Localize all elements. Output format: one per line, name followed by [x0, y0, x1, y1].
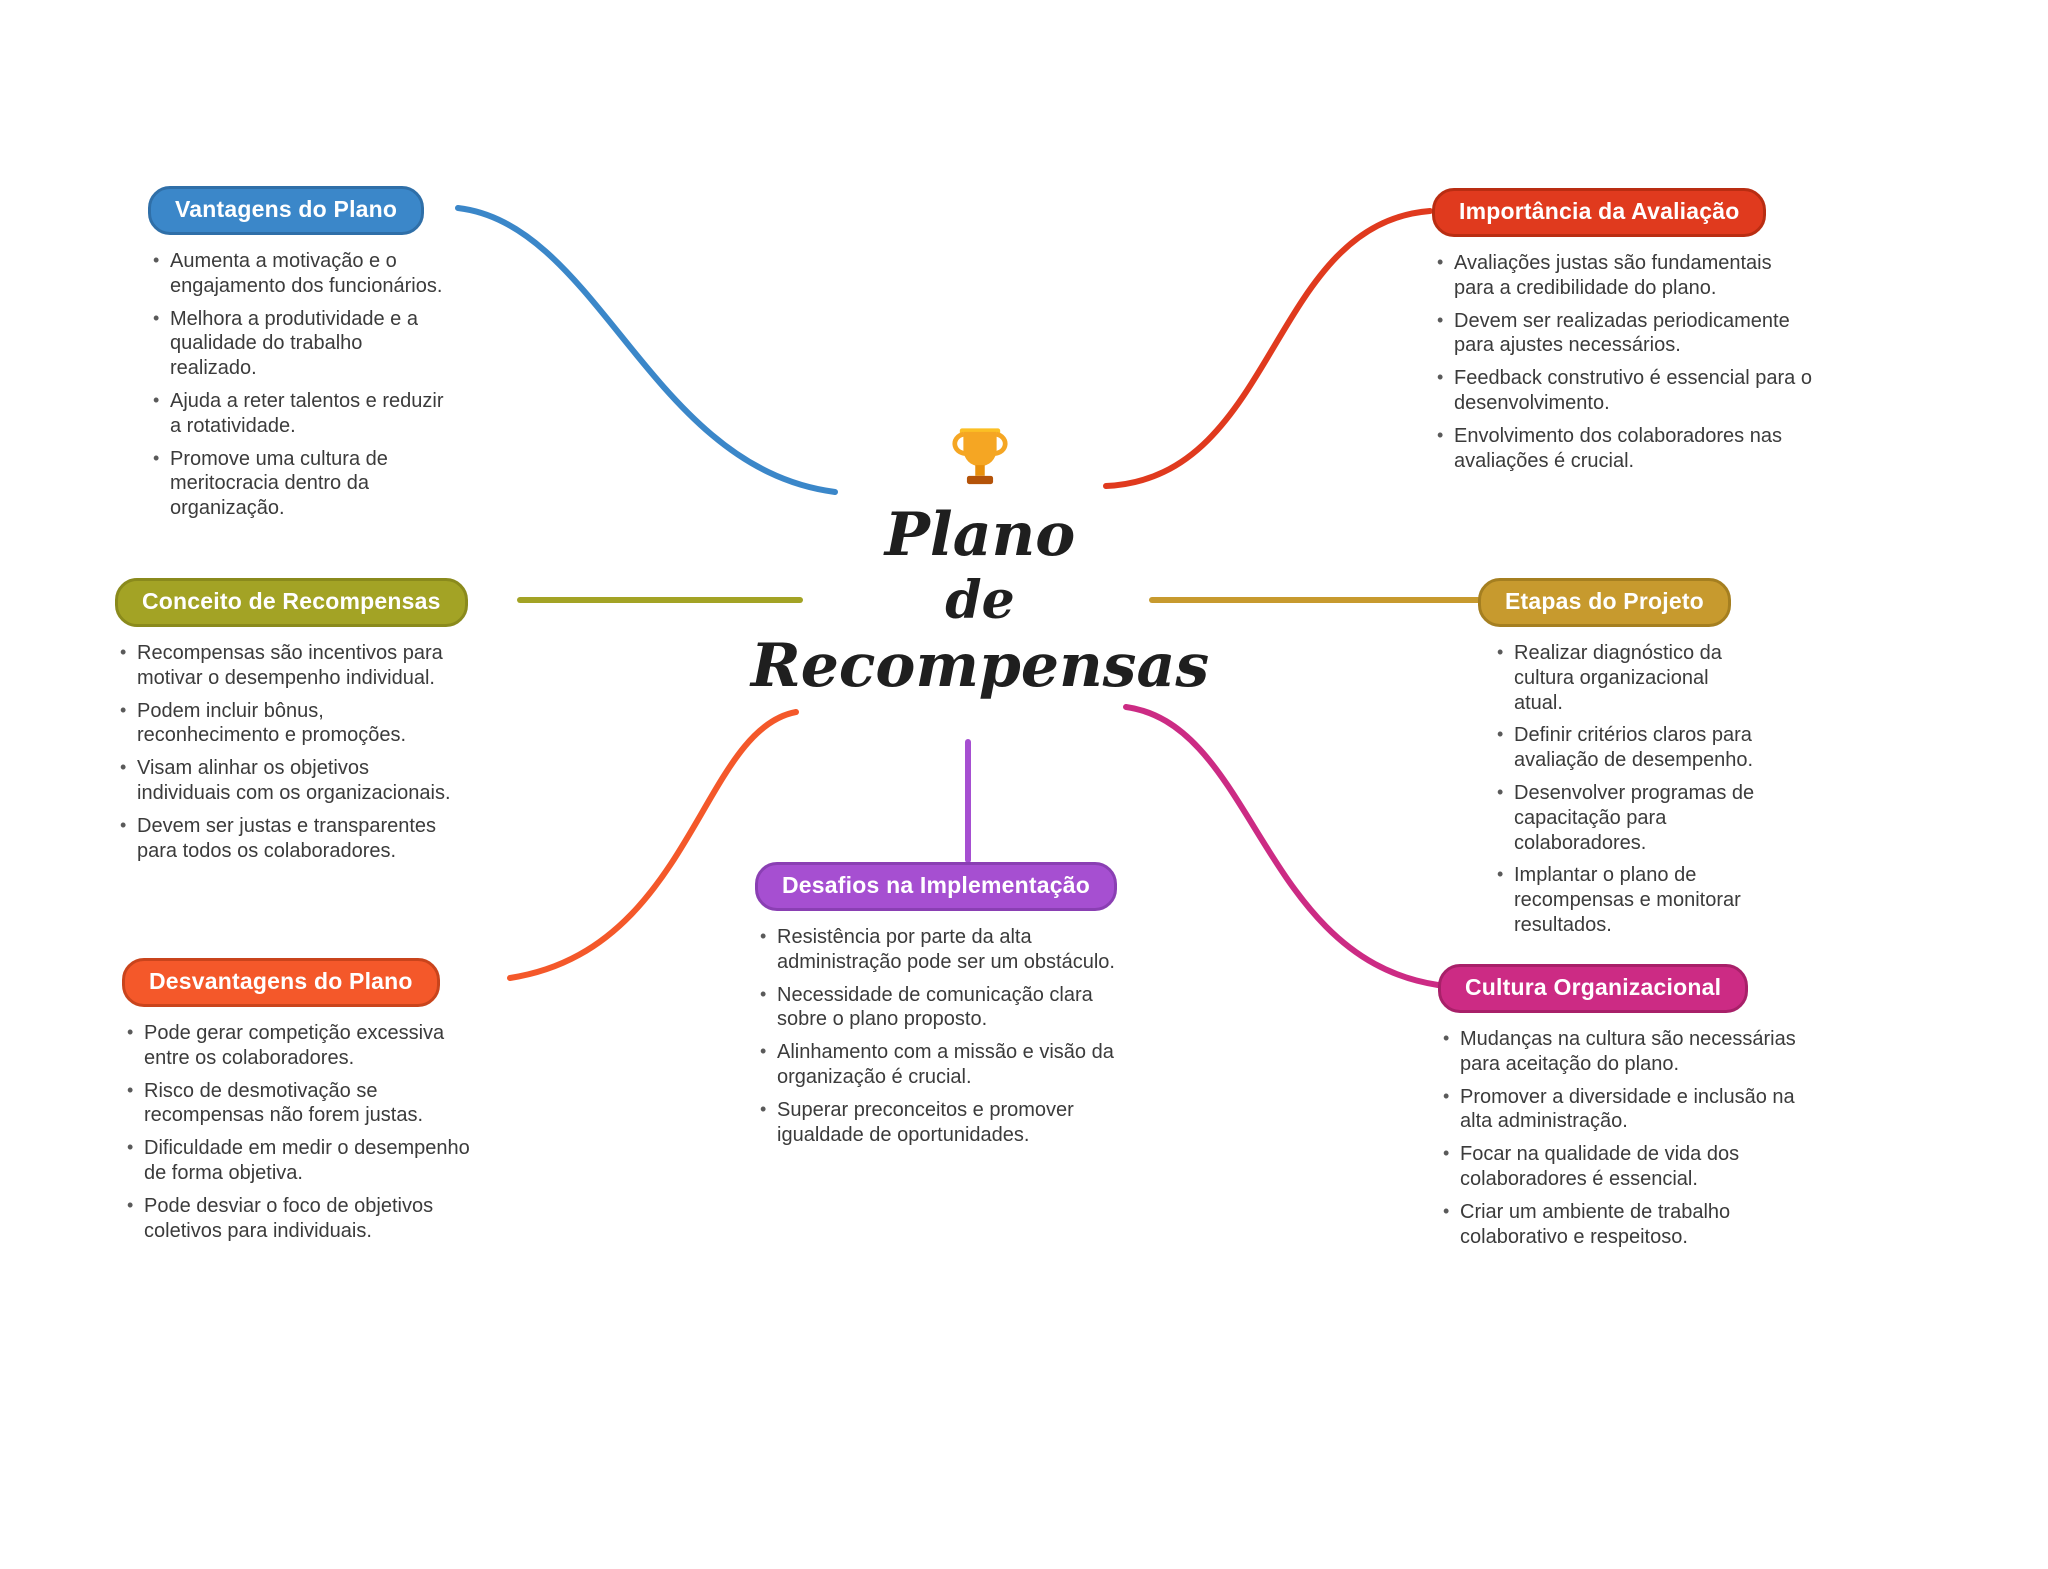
branch-item: Melhora a produtividade e a qualidade do…: [148, 307, 448, 381]
branch-item: Desenvolver programas de capacitação par…: [1492, 781, 1758, 855]
center-title-line: Plano: [884, 500, 1076, 570]
branch-header-importancia: Importância da Avaliação: [1432, 188, 1767, 237]
branch-etapas: Etapas do Projeto Realizar diagnóstico d…: [1478, 578, 1758, 946]
branch-item: Definir critérios claros para avaliação …: [1492, 723, 1758, 773]
branch-item: Devem ser justas e transparentes para to…: [115, 814, 460, 864]
branch-items-desafios: Resistência por parte da alta administra…: [755, 925, 1145, 1147]
branch-items-conceito: Recompensas são incentivos para motivar …: [115, 641, 460, 863]
trophy-icon: [942, 420, 1018, 501]
branch-item: Podem incluir bônus, reconhecimento e pr…: [115, 699, 460, 749]
branch-item: Necessidade de comunicação clara sobre o…: [755, 983, 1145, 1033]
branch-importancia: Importância da Avaliação Avaliações just…: [1432, 188, 1812, 481]
connector-importancia: [1103, 208, 1433, 489]
connector-vantagens: [455, 205, 838, 495]
branch-item: Devem ser realizadas periodicamente para…: [1432, 309, 1812, 359]
branch-item: Promove uma cultura de meritocracia dent…: [148, 447, 448, 521]
branch-item: Feedback construtivo é essencial para o …: [1432, 366, 1812, 416]
branch-item: Envolvimento dos colaboradores nas avali…: [1432, 424, 1812, 474]
branch-items-cultura: Mudanças na cultura são necessárias para…: [1438, 1027, 1818, 1249]
branch-item: Pode desviar o foco de objetivos coletiv…: [122, 1194, 472, 1244]
branch-header-vantagens: Vantagens do Plano: [148, 186, 425, 235]
branch-item: Promover a diversidade e inclusão na alt…: [1438, 1085, 1818, 1135]
branch-cultura: Cultura Organizacional Mudanças na cultu…: [1438, 964, 1818, 1257]
branch-item: Resistência por parte da alta administra…: [755, 925, 1145, 975]
branch-desafios: Desafios na Implementação Resistência po…: [755, 862, 1145, 1155]
branch-item: Risco de desmotivação se recompensas não…: [122, 1079, 472, 1129]
branch-header-desafios: Desafios na Implementação: [755, 862, 1117, 911]
branch-item: Recompensas são incentivos para motivar …: [115, 641, 460, 691]
branch-item: Avaliações justas são fundamentais para …: [1432, 251, 1812, 301]
branch-item: Dificuldade em medir o desempenho de for…: [122, 1136, 472, 1186]
connector-desvantagens: [507, 709, 799, 981]
branch-header-etapas: Etapas do Projeto: [1478, 578, 1731, 627]
branch-header-desvantagens: Desvantagens do Plano: [122, 958, 440, 1007]
branch-header-cultura: Cultura Organizacional: [1438, 964, 1749, 1013]
connector-cultura: [1123, 704, 1441, 988]
branch-item: Pode gerar competição excessiva entre os…: [122, 1021, 472, 1071]
branch-item: Ajuda a reter talentos e reduzir a rotat…: [148, 389, 448, 439]
branch-header-conceito: Conceito de Recompensas: [115, 578, 468, 627]
branch-items-importancia: Avaliações justas são fundamentais para …: [1432, 251, 1812, 473]
branch-item: Focar na qualidade de vida dos colaborad…: [1438, 1142, 1818, 1192]
branch-item: Aumenta a motivação e o engajamento dos …: [148, 249, 448, 299]
branch-items-etapas: Realizar diagnóstico da cultura organiza…: [1492, 641, 1758, 938]
branch-item: Mudanças na cultura são necessárias para…: [1438, 1027, 1818, 1077]
branch-item: Alinhamento com a missão e visão da orga…: [755, 1040, 1145, 1090]
branch-conceito: Conceito de Recompensas Recompensas são …: [115, 578, 468, 871]
branch-item: Visam alinhar os objetivos individuais c…: [115, 756, 460, 806]
branch-item: Superar preconceitos e promover igualdad…: [755, 1098, 1145, 1148]
branch-items-vantagens: Aumenta a motivação e o engajamento dos …: [148, 249, 448, 521]
center-title-line: Recompensas: [750, 631, 1210, 702]
branch-desvantagens: Desvantagens do Plano Pode gerar competi…: [122, 958, 472, 1251]
branch-item: Criar um ambiente de trabalho colaborati…: [1438, 1200, 1818, 1250]
branch-item: Implantar o plano de recompensas e monit…: [1492, 863, 1758, 937]
branch-vantagens: Vantagens do Plano Aumenta a motivação e…: [148, 186, 448, 529]
center-node: Plano de Recompensas: [700, 420, 1260, 701]
center-title: Plano de Recompensas: [700, 501, 1260, 701]
branch-item: Realizar diagnóstico da cultura organiza…: [1492, 641, 1758, 715]
branch-items-desvantagens: Pode gerar competição excessiva entre os…: [122, 1021, 472, 1243]
center-title-line: de: [945, 570, 1015, 631]
